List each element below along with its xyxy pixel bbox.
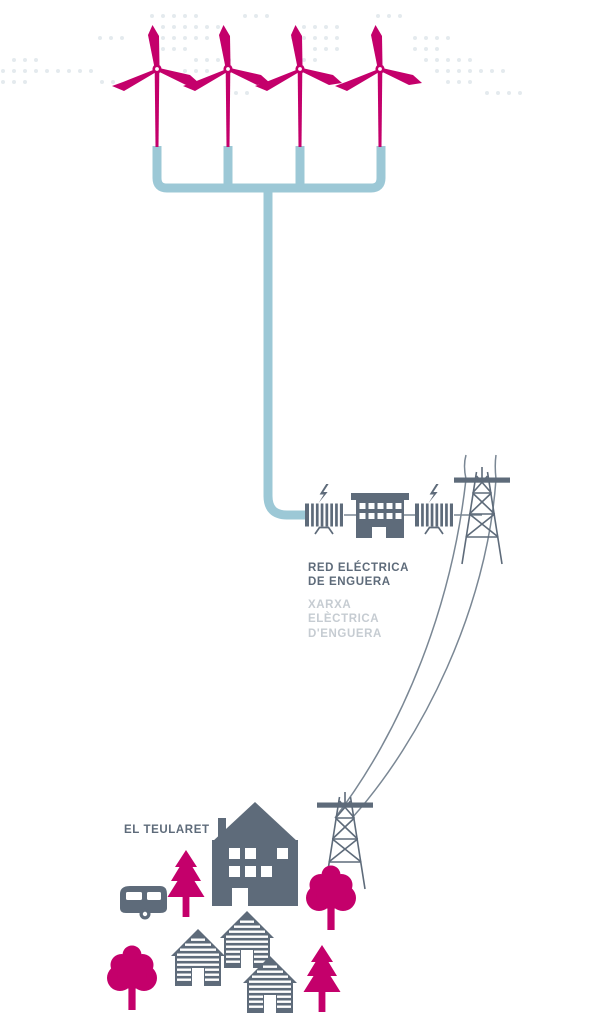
- main-house: [212, 802, 298, 906]
- collector-cable-network: [152, 146, 386, 193]
- village-group: [107, 802, 356, 1013]
- wind-turbine: [255, 25, 342, 147]
- log-cabin: [220, 911, 274, 968]
- main-feeder-cable: [263, 188, 305, 520]
- substation-group: [304, 466, 511, 565]
- dot-texture-background: [1, 14, 522, 95]
- round-tree: [107, 945, 157, 1010]
- transformer-incoming: [304, 483, 344, 535]
- substation-building: [351, 493, 409, 538]
- round-tree: [306, 865, 356, 930]
- pine-tree: [167, 850, 205, 917]
- grid-label-spanish: RED ELÉCTRICA DE ENGUERA: [308, 562, 410, 589]
- pine-tree: [303, 945, 341, 1012]
- grid-label-catalan: XARXA ELÈCTRICA D'ENGUERA: [308, 599, 382, 640]
- caravan: [120, 886, 167, 920]
- village-label: EL TEULARET: [124, 824, 210, 836]
- wind-farm-group: [112, 25, 422, 147]
- wind-turbine: [335, 25, 422, 147]
- log-cabin: [171, 929, 225, 986]
- transformer-outgoing: [414, 483, 454, 535]
